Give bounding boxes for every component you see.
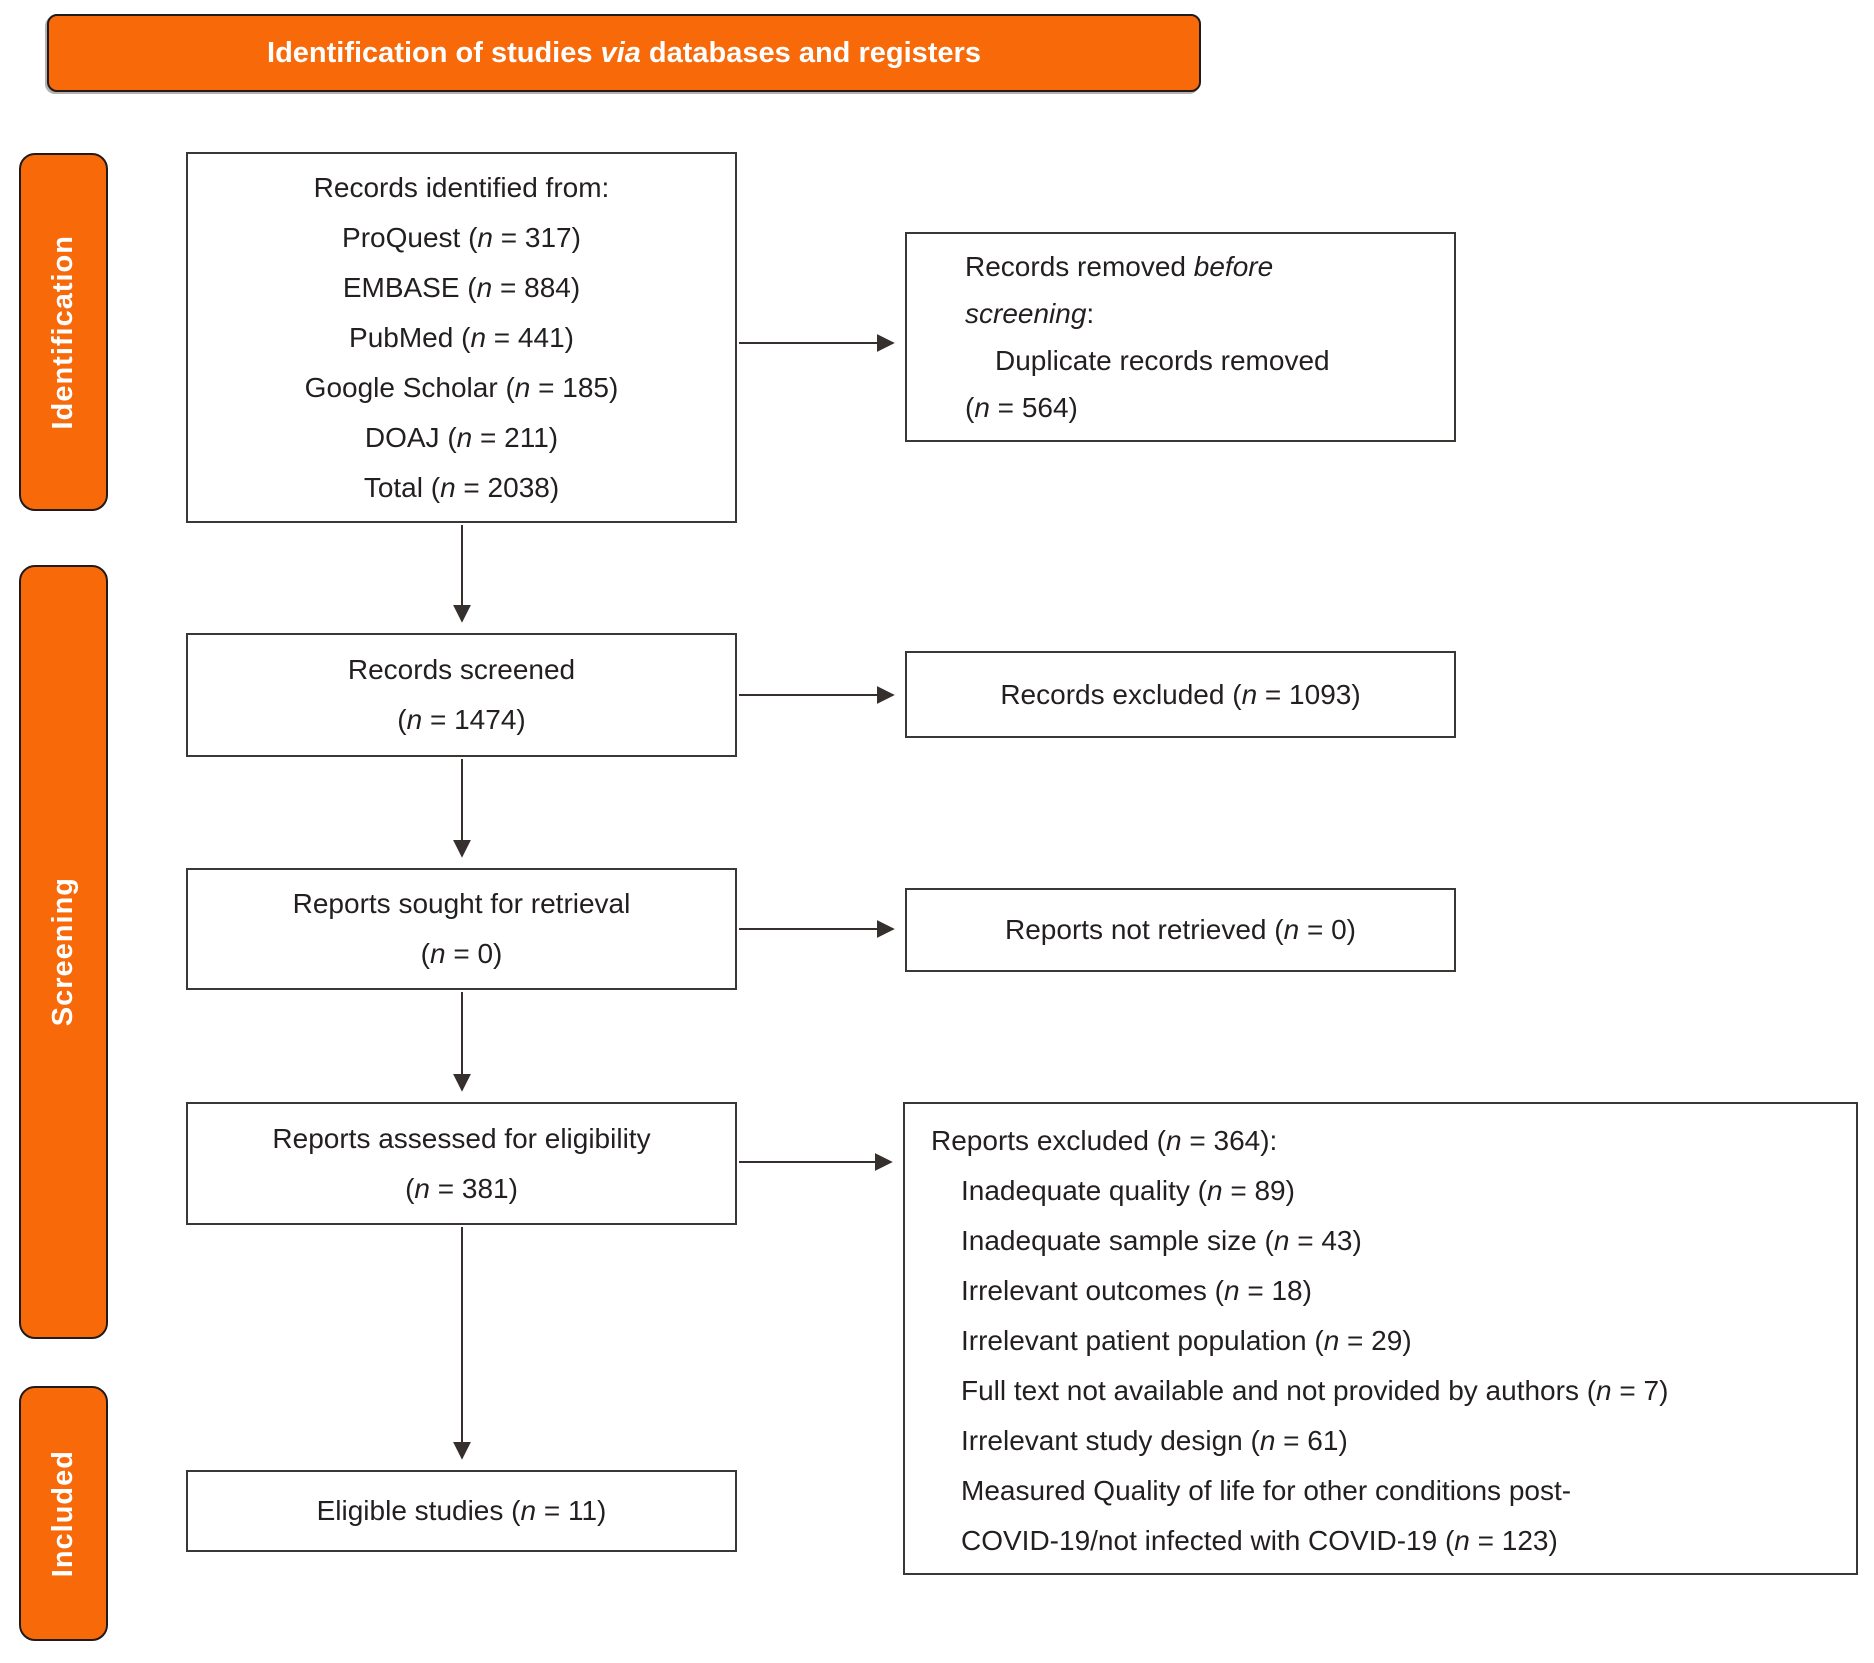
stage-label-screening: Screening [19,565,108,1339]
box-line: Duplicate records removed [995,345,1330,376]
box-line: Reports not retrieved (n = 0) [1005,914,1356,945]
box-line: Records screened [347,654,576,685]
reports-excluded-box: Reports excluded (n = 364): Inadequate q… [903,1102,1858,1575]
box-line: Irrelevant study design (n = 61) [961,1425,1348,1456]
box-line: Total (n = 2038) [363,471,560,503]
box-line: Irrelevant patient population (n = 29) [961,1325,1412,1356]
box-line: Records removed before [965,251,1274,282]
box-line: screening: [965,298,1095,329]
box-line: Eligible studies (n = 11) [316,1495,607,1526]
reports-assessed-box: Reports assessed for eligibility (n = 38… [186,1102,737,1225]
box-line: Reports assessed for eligibility [272,1122,651,1154]
box-line: PubMed (n = 441) [349,321,574,353]
flow-title: Identification of studies via databases … [267,36,981,69]
stage-label-included: Included [19,1386,108,1641]
box-line: (n = 0) [420,938,503,969]
box-line: (n = 1474) [397,704,526,735]
flow-title-banner: Identification of studies via databases … [47,14,1201,92]
reports-not-retrieved-box: Reports not retrieved (n = 0) [905,888,1456,972]
records-excluded-box: Records excluded (n = 1093) [905,651,1456,738]
box-line: Records excluded (n = 1093) [1000,678,1361,710]
box-line: Inadequate quality (n = 89) [961,1175,1295,1206]
stage-label-identification-text: Identification [47,234,79,430]
box-line: Records identified from: [313,171,610,203]
records-identified-box: Records identified from: ProQuest (n = 3… [186,152,737,523]
box-line: Irrelevant outcomes (n = 18) [961,1275,1312,1306]
box-line: Full text not available and not provided… [961,1375,1669,1406]
box-line: ProQuest (n = 317) [342,221,581,253]
box-line: COVID-19/not infected with COVID-19 (n =… [961,1525,1558,1556]
box-line: Reports excluded (n = 364): [931,1125,1278,1156]
box-line: EMBASE (n = 884) [342,271,581,303]
stage-label-screening-text: Screening [47,877,79,1027]
records-removed-box: Records removed before screening: Duplic… [905,232,1456,442]
stage-label-included-text: Included [47,1449,79,1578]
box-line: Google Scholar (n = 185) [304,371,619,403]
box-line: DOAJ (n = 211) [364,421,559,453]
stage-label-identification: Identification [19,153,108,511]
box-line: Measured Quality of life for other condi… [961,1475,1572,1506]
reports-sought-box: Reports sought for retrieval (n = 0) [186,868,737,990]
box-line: Reports sought for retrieval [292,888,631,919]
box-line: Inadequate sample size (n = 43) [961,1225,1362,1256]
eligible-studies-box: Eligible studies (n = 11) [186,1470,737,1552]
box-line: (n = 381) [405,1172,518,1204]
box-line: (n = 564) [965,392,1078,423]
records-screened-box: Records screened (n = 1474) [186,633,737,757]
